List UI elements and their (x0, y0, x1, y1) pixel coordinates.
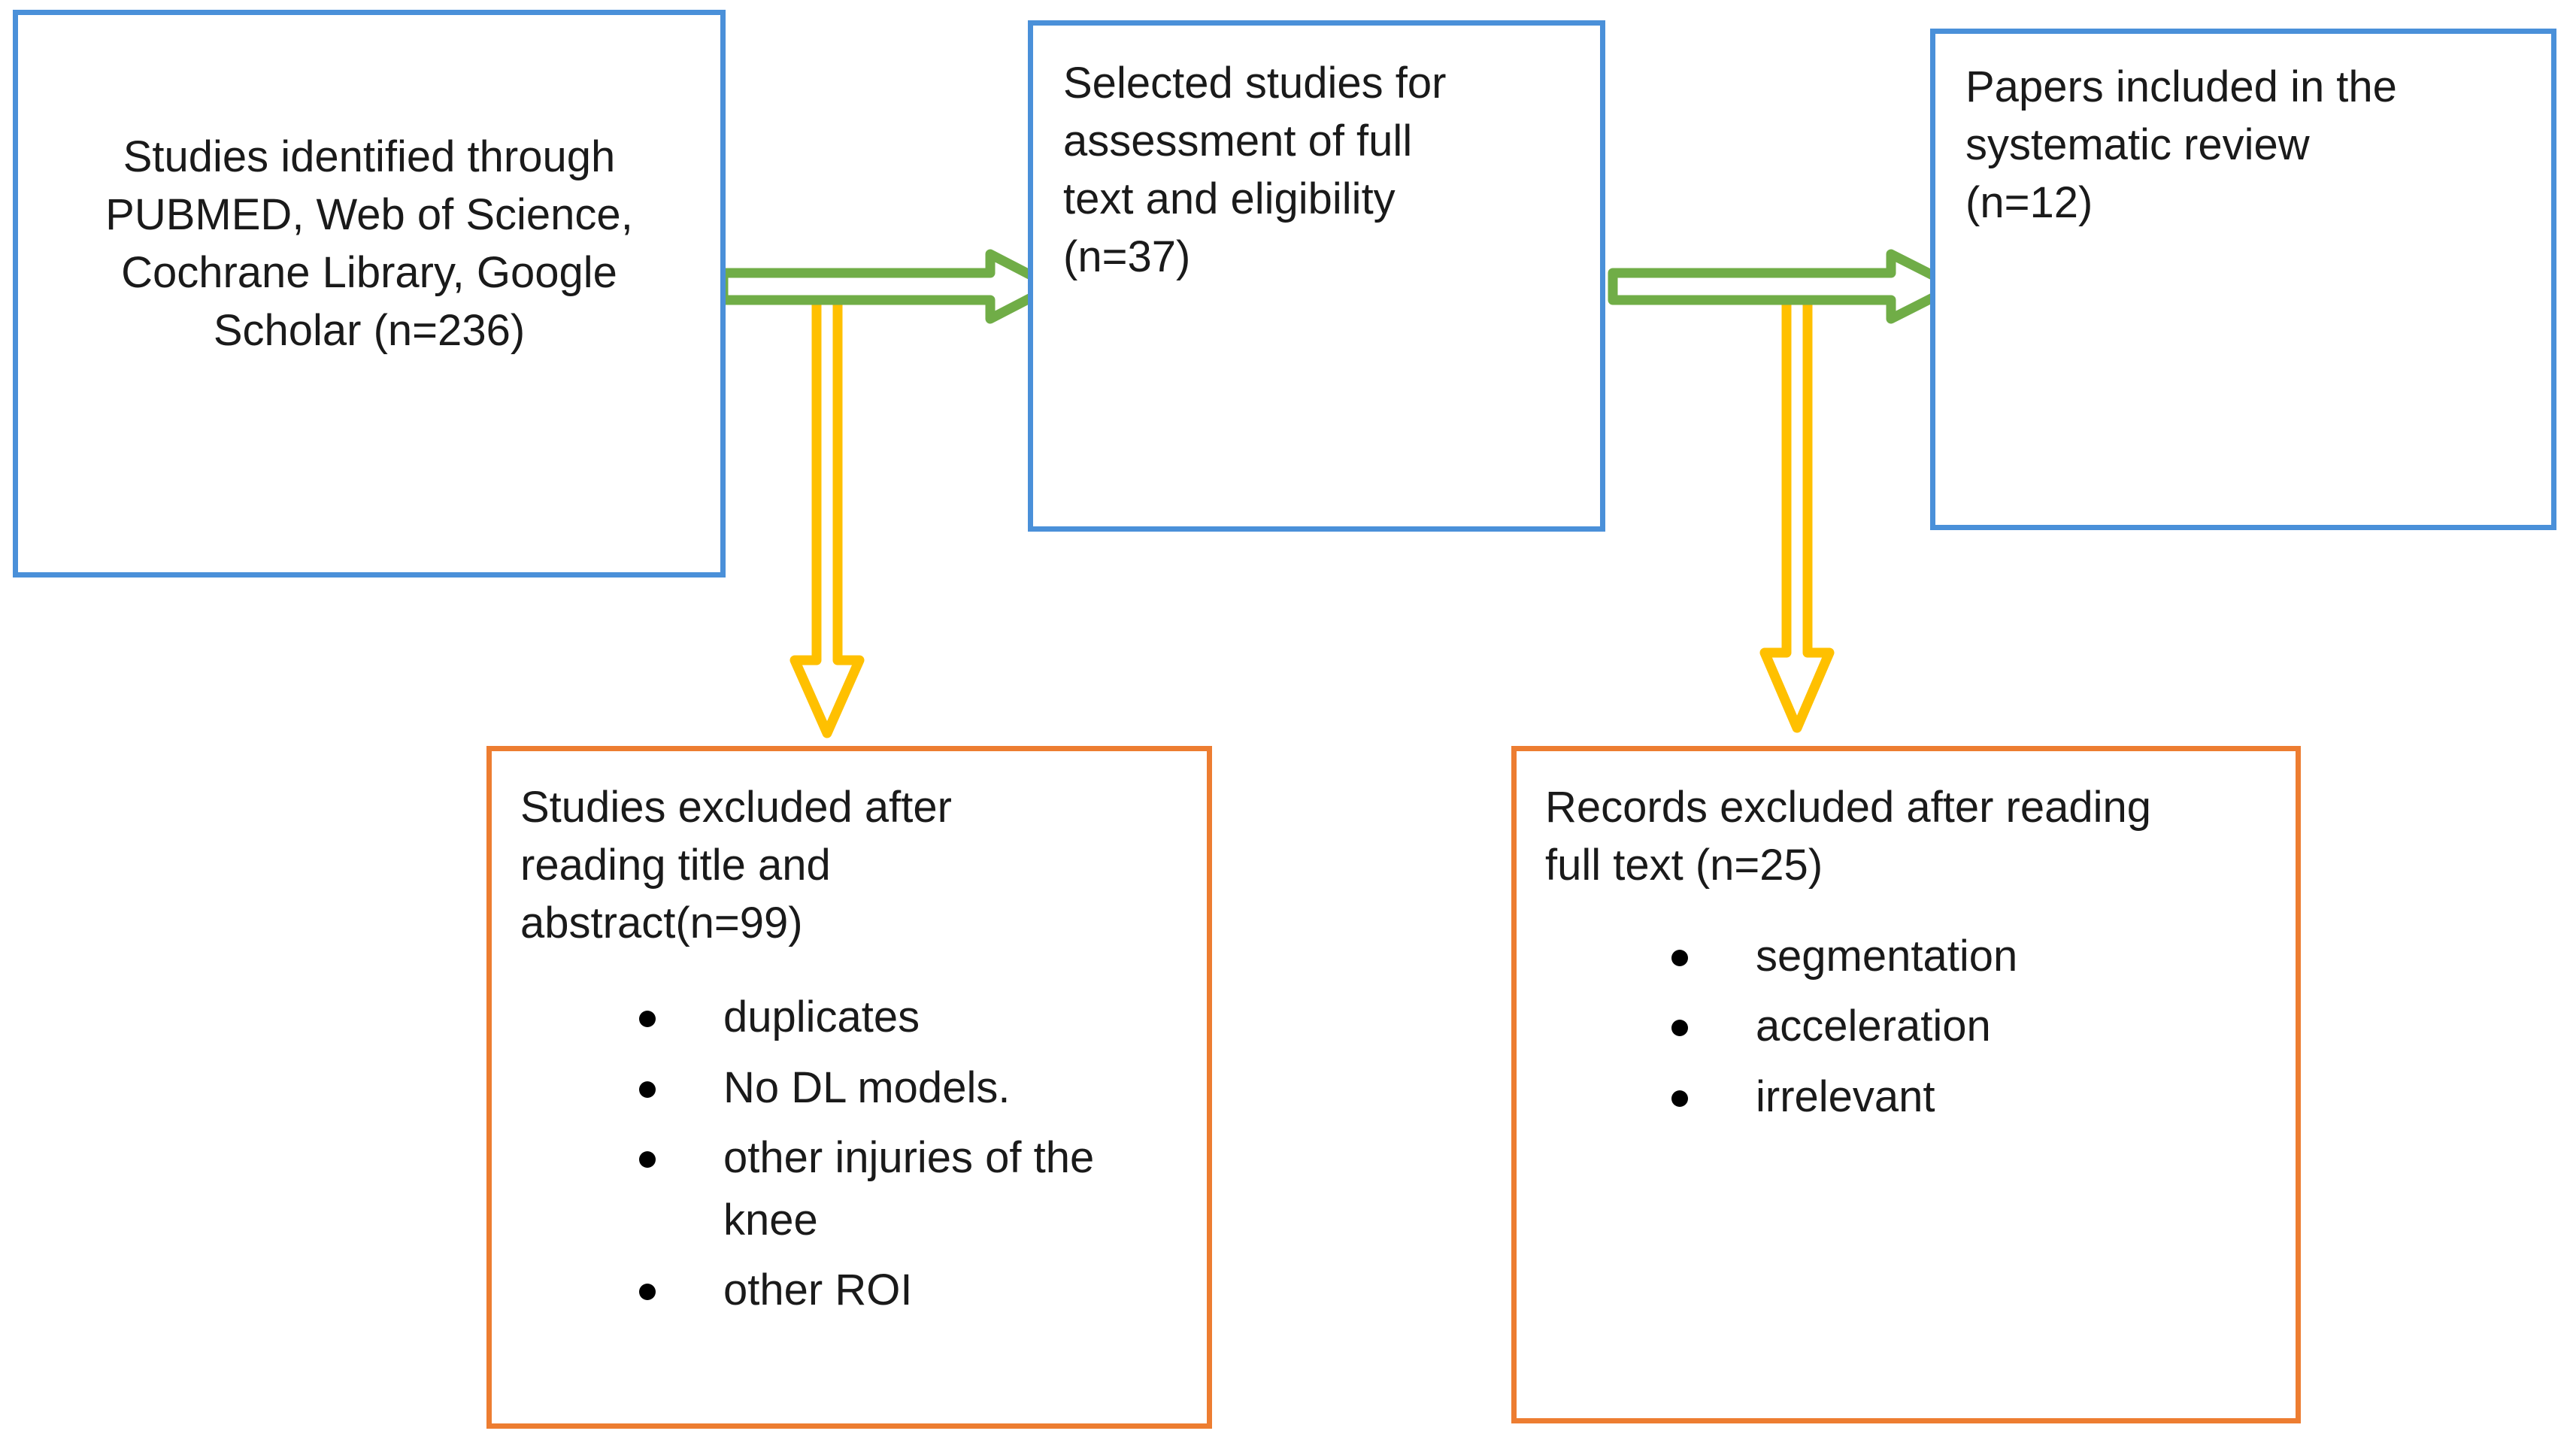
arrow-selected-to-included-icon (1608, 249, 1960, 324)
list-item: irrelevant (1667, 1068, 2296, 1126)
arrow-identified-to-excluded-title-abstract-icon (789, 290, 865, 738)
list-item-continuation: knee (723, 1195, 818, 1244)
list-item: duplicates (635, 988, 1205, 1046)
excluded-title-abstract-reason-list: duplicates No DL models. other injuries … (492, 952, 1207, 1319)
list-item: No DL models. (635, 1059, 1205, 1117)
arrow-selected-to-excluded-full-text-icon (1759, 290, 1835, 733)
node-selected-studies: Selected studies for assessment of full … (1028, 20, 1605, 532)
node-selected-studies-text: Selected studies for assessment of full … (1063, 59, 1447, 282)
list-item: acceleration (1667, 997, 2296, 1055)
node-studies-identified-text: Studies identified through PUBMED, Web o… (105, 132, 633, 356)
node-excluded-full-text-text: Records excluded after reading full text… (1545, 783, 2152, 890)
list-item: other injuries of the (635, 1129, 1205, 1187)
node-excluded-title-abstract: Studies excluded after reading title and… (486, 746, 1212, 1429)
arrow-identified-to-selected-icon (718, 249, 1058, 324)
node-excluded-full-text: Records excluded after reading full text… (1511, 746, 2301, 1423)
excluded-full-text-reason-list: segmentation acceleration irrelevant (1517, 894, 2296, 1125)
node-studies-identified: Studies identified through PUBMED, Web o… (13, 10, 726, 577)
node-papers-included: Papers included in the systematic review… (1930, 29, 2556, 530)
list-item: other ROI (635, 1261, 1205, 1319)
list-item: segmentation (1667, 927, 2296, 985)
node-papers-included-text: Papers included in the systematic review… (1965, 62, 2397, 228)
node-excluded-title-abstract-text: Studies excluded after reading title and… (520, 783, 952, 948)
